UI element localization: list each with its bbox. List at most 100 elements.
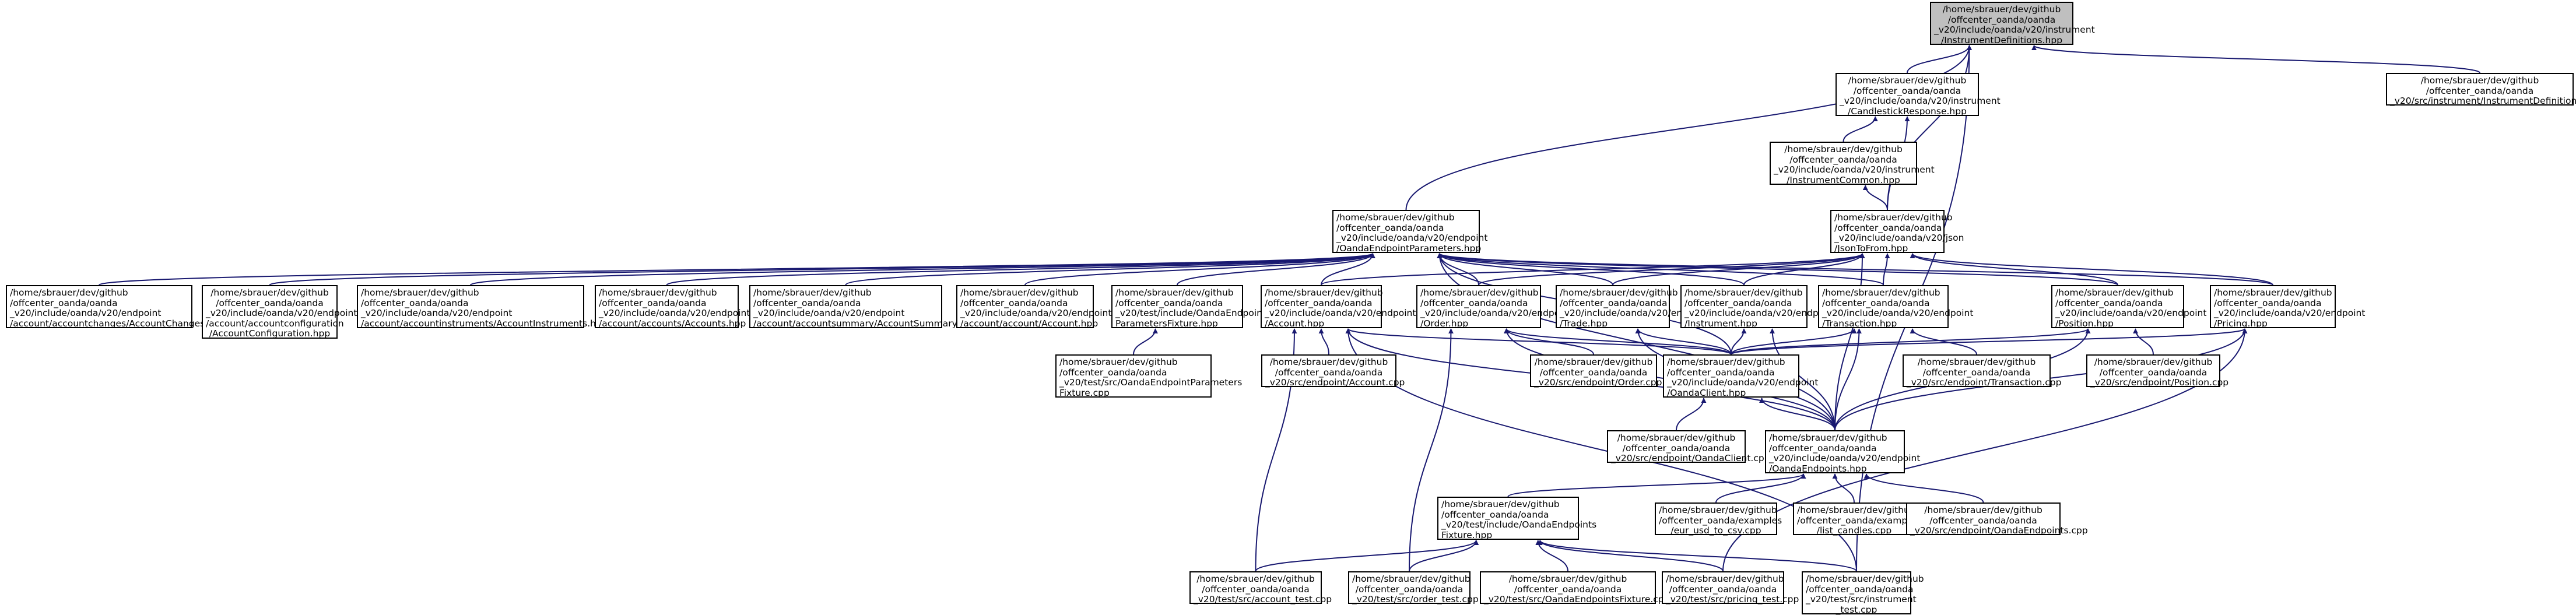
node-text-line: /home/sbrauer/dev/github [1797,505,1911,516]
node-text-line: _v20/include/oanda/v20/endpoint [2055,308,2180,319]
node-text-line: /home/sbrauer/dev/github [1560,288,1666,298]
node-position-hpp[interactable]: /home/sbrauer/dev/github/offcenter_oanda… [2051,285,2184,328]
node-text-line: /offcenter_oanda/oanda [1484,585,1652,595]
node-trade-hpp[interactable]: /home/sbrauer/dev/github/offcenter_oanda… [1556,285,1670,328]
node-account-cpp[interactable]: /home/sbrauer/dev/github/offcenter_oanda… [1261,354,1396,387]
node-text-line: /home/sbrauer/dev/github [1420,288,1537,298]
edge-arrow [1866,474,1984,502]
node-account-hpp[interactable]: /home/sbrauer/dev/github/offcenter_oanda… [1261,285,1382,328]
edge-arrow [2034,45,2480,73]
node-endpoint-parameters-fixture-hpp[interactable]: /home/sbrauer/dev/github/offcenter_oanda… [1111,285,1243,328]
node-order-test-cpp[interactable]: /home/sbrauer/dev/github/offcenter_oanda… [1348,571,1471,604]
node-account-account-hpp[interactable]: /home/sbrauer/dev/github/offcenter_oanda… [956,285,1094,328]
node-instrument-definitions-hpp[interactable]: /home/sbrauer/dev/github/offcenter_oanda… [1930,2,2073,45]
node-text-line: /offcenter_oanda/oanda [2390,86,2570,97]
node-text-line: /offcenter_oanda/oanda [1115,298,1239,309]
edge-arrow [1440,254,2273,285]
node-text-line: /Trade.hpp [1560,319,1666,329]
node-text-line: _v20/include/oanda/v20/endpoint [1667,378,1795,388]
node-text-line: /offcenter_oanda/oanda [1822,298,1945,309]
node-text-line: /home/sbrauer/dev/github [1806,574,1907,585]
node-text-line: /offcenter_oanda/oanda [2055,298,2180,309]
node-text-line: /offcenter_oanda/oanda [1934,15,2069,26]
node-text-line: _v20/include/oanda/v20/endpoint [753,308,938,319]
node-oanda-client-cpp[interactable]: /home/sbrauer/dev/github/offcenter_oanda… [1607,430,1746,463]
node-list-candles-cpp[interactable]: /home/sbrauer/dev/github/offcenter_oanda… [1793,502,1915,535]
node-text-line: _v20/include/oanda/v20/instrument [1774,165,1913,175]
node-pricing-test-cpp[interactable]: /home/sbrauer/dev/github/offcenter_oanda… [1662,571,1784,604]
node-account-test-cpp[interactable]: /home/sbrauer/dev/github/offcenter_oanda… [1189,571,1322,604]
node-account-instruments-hpp[interactable]: /home/sbrauer/dev/github/offcenter_oanda… [357,285,584,328]
node-text-line: /home/sbrauer/dev/github [2090,357,2216,368]
node-instrument-definitions-cpp[interactable]: /home/sbrauer/dev/github/offcenter_oanda… [2386,73,2574,106]
node-text-line: _v20/include/oanda/v20/endpoint [10,308,188,319]
node-text-line: /Order.hpp [1420,319,1537,329]
node-text-line: _v20/include/oanda/v20/endpoint [1265,308,1378,319]
node-instrument-test-cpp[interactable]: /home/sbrauer/dev/github/offcenter_oanda… [1802,571,1911,614]
edge-arrow [1321,329,1329,354]
node-oanda-endpoints-hpp[interactable]: /home/sbrauer/dev/github/offcenter_oanda… [1765,430,1905,473]
node-text-line: _v20/src/endpoint/Transaction.cpp [1907,378,2047,388]
node-text-line: /home/sbrauer/dev/github [1659,505,1773,516]
node-text-line: /home/sbrauer/dev/github [1441,500,1575,510]
node-text-line: /home/sbrauer/dev/github [1265,357,1392,368]
node-text-line: /OandaEndpoints.hpp [1769,464,1901,475]
node-instrument-hpp[interactable]: /home/sbrauer/dev/github/offcenter_oanda… [1680,285,1808,328]
node-text-line: /account/account/Account.hpp [960,319,1090,329]
node-account-summary-hpp[interactable]: /home/sbrauer/dev/github/offcenter_oanda… [749,285,942,328]
edge-arrow [1133,329,1156,354]
node-text-line: /offcenter_oanda/oanda [1910,516,2056,526]
node-text-line: /home/sbrauer/dev/github [361,288,580,298]
node-oanda-endpoints-cpp[interactable]: /home/sbrauer/dev/github/offcenter_oanda… [1906,502,2061,535]
node-text-line: _v20/include/oanda/v20/endpoint [960,308,1090,319]
node-text-line: /offcenter_oanda/examples [1797,516,1911,526]
node-account-configuration-hpp[interactable]: /home/sbrauer/dev/github/offcenter_oanda… [202,285,338,339]
node-text-line: /offcenter_oanda/oanda [361,298,580,309]
node-eur-usd-to-csv-cpp[interactable]: /home/sbrauer/dev/github/offcenter_oanda… [1655,502,1777,535]
node-text-line: _v20/test/src/pricing_test.cpp [1666,595,1780,605]
node-position-cpp[interactable]: /home/sbrauer/dev/github/offcenter_oanda… [2086,354,2220,387]
node-endpoint-parameters-fixture-cpp[interactable]: /home/sbrauer/dev/github/offcenter_oanda… [1055,354,1212,398]
node-text-line: /offcenter_oanda/oanda [960,298,1090,309]
edge-arrow [1865,185,1887,210]
node-pricing-hpp[interactable]: /home/sbrauer/dev/github/offcenter_oanda… [2210,285,2336,328]
node-text-line: /account/accountsummary/AccountSummary.h… [753,319,938,329]
node-text-line: /home/sbrauer/dev/github [1769,433,1901,444]
node-text-line: /OandaEndpointParameters.hpp [1336,244,1476,254]
node-oanda-client-hpp[interactable]: /home/sbrauer/dev/github/offcenter_oanda… [1663,354,1799,398]
node-text-line: /home/sbrauer/dev/github [1907,357,2047,368]
node-oanda-endpoints-fixture-cpp[interactable]: /home/sbrauer/dev/github/offcenter_oanda… [1480,571,1656,604]
node-text-line: /home/sbrauer/dev/github [1667,357,1795,368]
node-text-line: _v20/include/oanda/v20/endpoint [206,308,334,319]
node-text-line: /home/sbrauer/dev/github [1059,357,1208,368]
node-oanda-endpoints-fixture-hpp[interactable]: /home/sbrauer/dev/github/offcenter_oanda… [1437,497,1579,540]
node-text-line: /eur_usd_to_csv.cpp [1659,526,1773,536]
node-text-line: /offcenter_oanda/oanda [1667,368,1795,378]
node-text-line: _v20/src/endpoint/Account.cpp [1265,378,1392,388]
node-json-to-from-hpp[interactable]: /home/sbrauer/dev/github/offcenter_oanda… [1830,210,1945,253]
node-instrument-common-hpp[interactable]: /home/sbrauer/dev/github/offcenter_oanda… [1770,142,1917,185]
node-text-line: _v20/test/include/OandaEndpoints [1441,520,1575,530]
node-text-line: _v20/include/oanda/v20/endpoint [1336,233,1476,244]
node-accounts-hpp[interactable]: /home/sbrauer/dev/github/offcenter_oanda… [595,285,739,328]
edge-arrow [1676,398,1704,430]
node-text-line: /account/accountchanges/AccountChanges.h… [10,319,188,329]
node-account-changes-hpp[interactable]: /home/sbrauer/dev/github/offcenter_oanda… [6,285,192,328]
node-text-line: /home/sbrauer/dev/github [960,288,1090,298]
node-text-line: _v20/include/oanda/v20/endpoint [1420,308,1537,319]
node-text-line: /offcenter_oanda/oanda [1666,585,1780,595]
node-transaction-hpp[interactable]: /home/sbrauer/dev/github/offcenter_oanda… [1818,285,1949,328]
node-text-line: /home/sbrauer/dev/github [1934,5,2069,15]
node-order-cpp[interactable]: /home/sbrauer/dev/github/offcenter_oanda… [1530,354,1657,387]
node-transaction-cpp[interactable]: /home/sbrauer/dev/github/offcenter_oanda… [1903,354,2051,387]
node-text-line: /home/sbrauer/dev/github [2390,76,2570,86]
node-text-line: /offcenter_oanda/oanda [1769,444,1901,454]
node-text-line: /Position.hpp [2055,319,2180,329]
node-text-line: _v20/test/src/OandaEndpointsFixture.cpp [1484,595,1652,605]
edge-arrow [1508,474,1804,497]
node-text-line: _v20/test/src/instrument [1806,595,1907,605]
node-candlestick-response-hpp[interactable]: /home/sbrauer/dev/github/offcenter_oanda… [1836,73,1979,116]
node-order-hpp[interactable]: /home/sbrauer/dev/github/offcenter_oanda… [1416,285,1541,328]
edge-arrow [1409,540,1476,571]
node-oanda-endpoint-parameters-hpp[interactable]: /home/sbrauer/dev/github/offcenter_oanda… [1332,210,1480,253]
